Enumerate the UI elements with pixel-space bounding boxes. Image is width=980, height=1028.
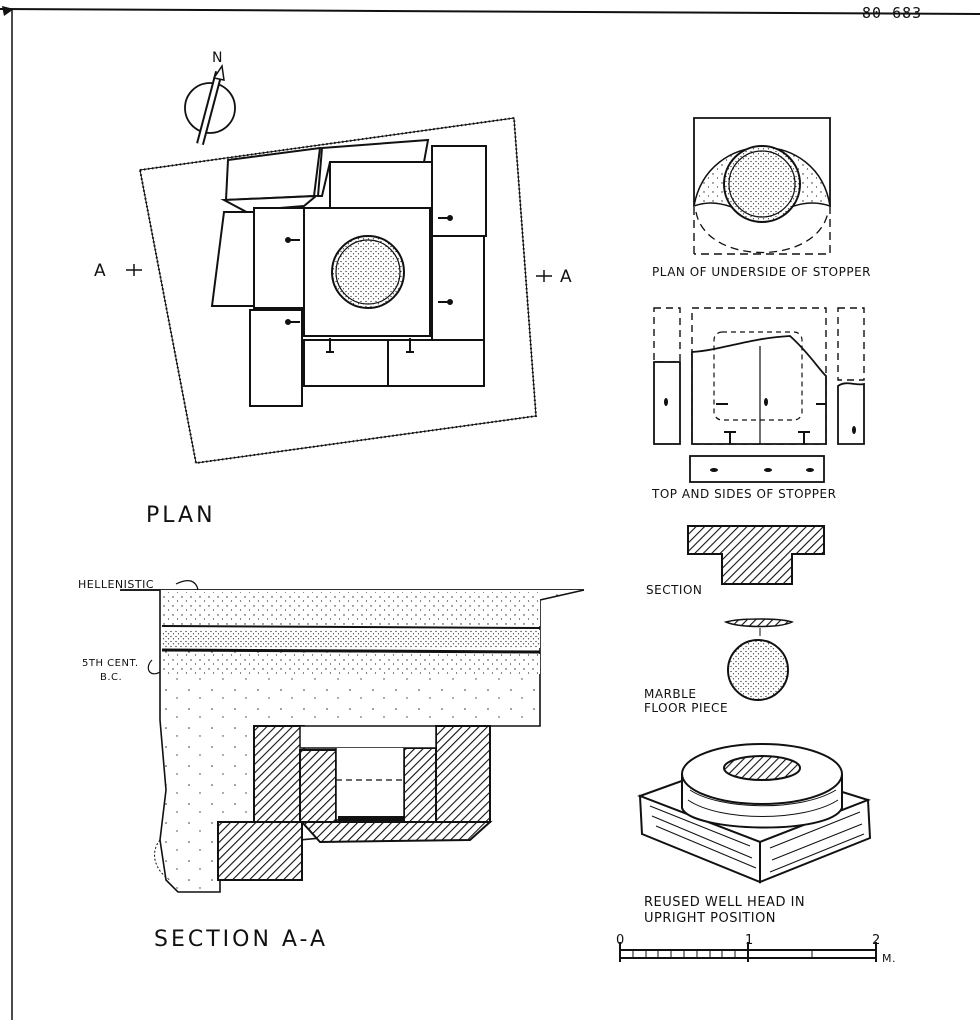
section-caption: SECTION <box>646 583 702 597</box>
marble-line1: MARBLE <box>644 687 696 701</box>
north-label: N <box>212 50 223 66</box>
wellhead-line2: UPRIGHT POSITION <box>644 911 776 926</box>
underside-of-stopper-drawing <box>693 117 831 255</box>
well-head-drawing <box>637 743 872 884</box>
stopper-section-drawing <box>687 525 825 585</box>
section-marker-right: A <box>560 267 572 287</box>
label-hellenistic: HELLENISTIC <box>78 578 154 591</box>
scale-unit: M. <box>882 952 896 965</box>
plan-well-opening <box>331 235 405 309</box>
marble-line2: FLOOR PIECE <box>644 701 728 715</box>
label-bc: B.C. <box>100 672 122 683</box>
scale-bar <box>619 942 877 962</box>
plan-title: PLAN <box>146 503 216 528</box>
underside-caption: PLAN OF UNDERSIDE OF STOPPER <box>652 265 871 279</box>
marble-floor-piece-drawing <box>723 618 794 701</box>
plan-view <box>126 116 552 465</box>
scale-tick-1: 1 <box>745 933 754 948</box>
north-arrow-icon <box>184 63 236 146</box>
top-sides-caption: TOP AND SIDES OF STOPPER <box>651 487 836 501</box>
sheet-number: 80-683 <box>862 4 922 22</box>
label-5th-cent: 5TH CENT. <box>82 658 139 669</box>
section-marker-left: A <box>94 261 106 281</box>
sheet-border <box>0 6 980 1020</box>
section-view <box>120 580 585 893</box>
wellhead-line1: REUSED WELL HEAD IN <box>644 895 805 910</box>
top-and-sides-drawing <box>653 307 865 483</box>
scale-tick-2: 2 <box>872 933 881 948</box>
section-title: SECTION A-A <box>154 927 328 952</box>
scale-tick-0: 0 <box>616 933 625 948</box>
